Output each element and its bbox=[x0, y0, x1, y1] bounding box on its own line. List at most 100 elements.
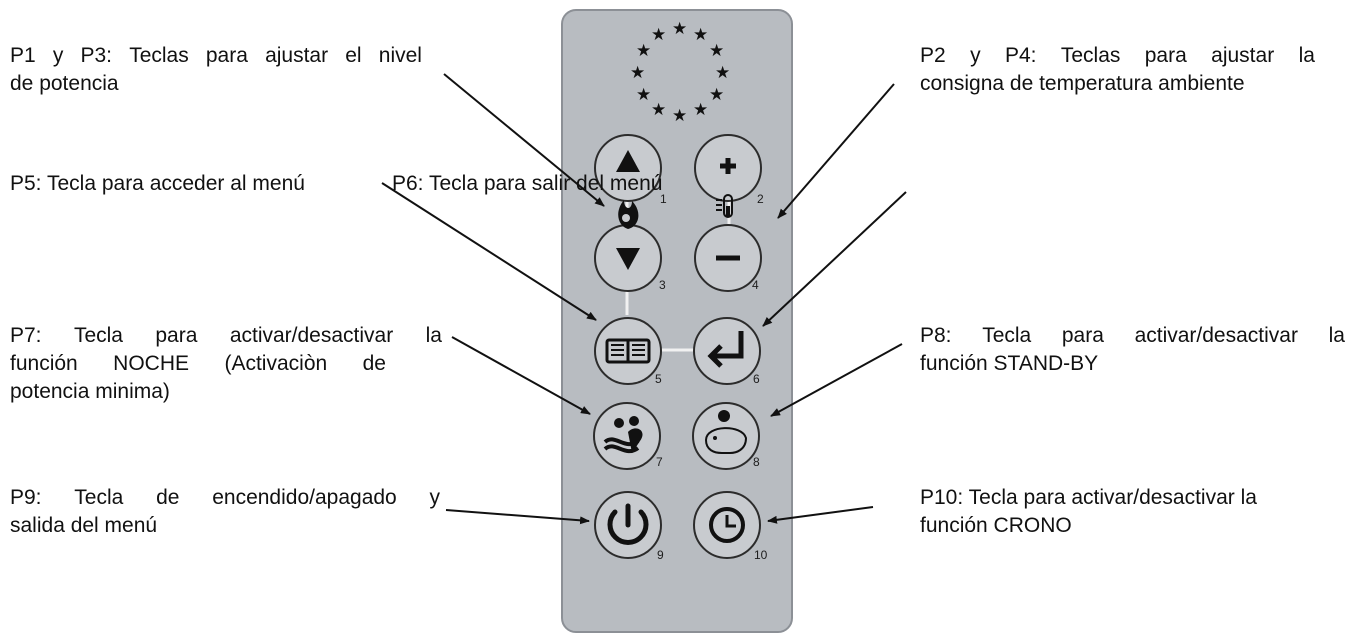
label-p6: P6: Tecla para salir del menú bbox=[392, 172, 663, 195]
label-p7: P7: Tecla para activar/desactivar la fun… bbox=[10, 322, 442, 406]
word: ajustar bbox=[265, 44, 329, 67]
arrow-up-icon bbox=[616, 150, 640, 172]
svg-text:★: ★ bbox=[693, 25, 708, 45]
word: para bbox=[1061, 324, 1104, 347]
word: Tecla bbox=[74, 486, 124, 509]
word: encendido/apagado bbox=[212, 486, 397, 509]
key-5[interactable]: 5 bbox=[594, 317, 662, 386]
word: la bbox=[1328, 324, 1345, 347]
label-p9-line2: salida del menú bbox=[10, 514, 158, 537]
plus-icon bbox=[720, 158, 736, 174]
word: NOCHE bbox=[113, 352, 190, 375]
svg-text:★: ★ bbox=[715, 63, 730, 83]
word: Teclas bbox=[129, 44, 189, 67]
svg-text:★: ★ bbox=[693, 100, 708, 120]
key-1[interactable]: 1 bbox=[594, 134, 667, 206]
night-mode-icon bbox=[603, 416, 643, 454]
label-p7-line1: P7: Tecla para activar/desactivar la bbox=[10, 322, 442, 350]
label-p7-line2: función NOCHE (Activaciòn de bbox=[10, 350, 386, 378]
key-number-4: 4 bbox=[752, 278, 759, 292]
label-p2-p4-line2: consigna de temperatura ambiente bbox=[920, 72, 1245, 95]
word: y bbox=[52, 44, 64, 67]
word: Tecla bbox=[73, 324, 123, 347]
word: P1 bbox=[10, 44, 36, 67]
key-6[interactable]: 6 bbox=[693, 317, 761, 386]
key-number-2: 2 bbox=[757, 192, 764, 206]
clock-icon bbox=[709, 507, 745, 543]
piggy-bank-icon bbox=[704, 410, 748, 454]
callout-arrow-p5 bbox=[381, 182, 597, 321]
svg-text:★: ★ bbox=[709, 41, 724, 61]
arrow-down-icon bbox=[616, 248, 640, 270]
word: P3: bbox=[80, 44, 113, 67]
key-number-1: 1 bbox=[660, 192, 667, 206]
callout-arrows bbox=[381, 73, 907, 525]
label-p8: P8: Tecla para activar/desactivar la fun… bbox=[920, 322, 1345, 378]
label-p1-p3-line1: P1 y P3: Teclas para ajustar el nivel bbox=[10, 42, 422, 70]
svg-text:★: ★ bbox=[636, 85, 651, 105]
flame-icon bbox=[618, 200, 639, 229]
callout-arrow-p6 bbox=[762, 191, 907, 327]
key-4[interactable]: 4 bbox=[694, 224, 762, 292]
key-8[interactable]: 8 bbox=[692, 402, 760, 470]
key-number-10: 10 bbox=[754, 548, 768, 562]
callout-arrow-p1-p3 bbox=[443, 73, 605, 207]
word: función bbox=[10, 352, 78, 375]
word: para bbox=[205, 44, 248, 67]
power-icon bbox=[607, 503, 649, 545]
word: P4: bbox=[1004, 44, 1037, 67]
key-number-6: 6 bbox=[753, 372, 760, 386]
svg-text:★: ★ bbox=[651, 100, 666, 120]
thermometer-icon bbox=[716, 194, 733, 218]
key-number-8: 8 bbox=[753, 455, 760, 469]
word: P2 bbox=[920, 44, 946, 67]
key-2[interactable]: 2 bbox=[694, 134, 764, 206]
callout-arrow-p7 bbox=[451, 336, 591, 415]
key-number-3: 3 bbox=[659, 278, 666, 292]
label-p1-p3: P1 y P3: Teclas para ajustar el nivel de… bbox=[10, 42, 422, 98]
word: Tecla bbox=[982, 324, 1032, 347]
key-number-7: 7 bbox=[656, 455, 663, 469]
key-10[interactable]: 10 bbox=[693, 491, 768, 562]
label-p5: P5: Tecla para acceder al menú bbox=[10, 172, 305, 195]
svg-text:★: ★ bbox=[709, 85, 724, 105]
callout-arrow-p2-p4 bbox=[777, 83, 895, 219]
key-9[interactable]: 9 bbox=[594, 491, 664, 562]
key-number-9: 9 bbox=[657, 548, 664, 562]
label-p9-line1: P9: Tecla de encendido/apagado y bbox=[10, 484, 440, 512]
word: el bbox=[345, 44, 362, 67]
word: nivel bbox=[378, 44, 422, 67]
eu-stars-icon: ★ ★ ★ ★ ★ ★ ★ ★ ★ ★ ★ ★ bbox=[630, 19, 730, 126]
label-p2-p4: P2 y P4: Teclas para ajustar la consigna… bbox=[920, 42, 1315, 98]
word: y bbox=[970, 44, 981, 67]
book-icon bbox=[605, 338, 651, 364]
word: P7: bbox=[10, 324, 42, 347]
word: activar/desactivar bbox=[1134, 324, 1298, 347]
svg-text:★: ★ bbox=[672, 19, 687, 39]
label-p10-line2: función CRONO bbox=[920, 514, 1072, 537]
callout-arrow-p9 bbox=[445, 509, 590, 525]
enter-icon bbox=[707, 331, 744, 368]
callout-arrow-p10 bbox=[767, 506, 874, 524]
svg-text:★: ★ bbox=[672, 106, 687, 126]
word: de bbox=[362, 352, 386, 375]
word: la bbox=[425, 324, 442, 347]
svg-text:★: ★ bbox=[636, 41, 651, 61]
key-7[interactable]: 7 bbox=[593, 402, 663, 470]
word: activar/desactivar bbox=[229, 324, 394, 347]
label-p2-p4-line1: P2 y P4: Teclas para ajustar la bbox=[920, 42, 1315, 70]
word: Teclas bbox=[1060, 44, 1121, 67]
label-p9: P9: Tecla de encendido/apagado y salida … bbox=[10, 484, 440, 540]
label-p1-p3-line2: de potencia bbox=[10, 72, 119, 95]
word: (Activaciòn bbox=[224, 352, 328, 375]
word: la bbox=[1298, 44, 1315, 67]
word: P9: bbox=[10, 486, 42, 509]
word: de bbox=[156, 486, 180, 509]
svg-text:★: ★ bbox=[630, 63, 645, 83]
label-p8-line1: P8: Tecla para activar/desactivar la bbox=[920, 322, 1345, 350]
word: para bbox=[1144, 44, 1187, 67]
callout-arrow-p8 bbox=[770, 343, 903, 417]
word: P8: bbox=[920, 324, 952, 347]
label-p10-line1: P10: Tecla para activar/desactivar la bbox=[920, 486, 1257, 509]
